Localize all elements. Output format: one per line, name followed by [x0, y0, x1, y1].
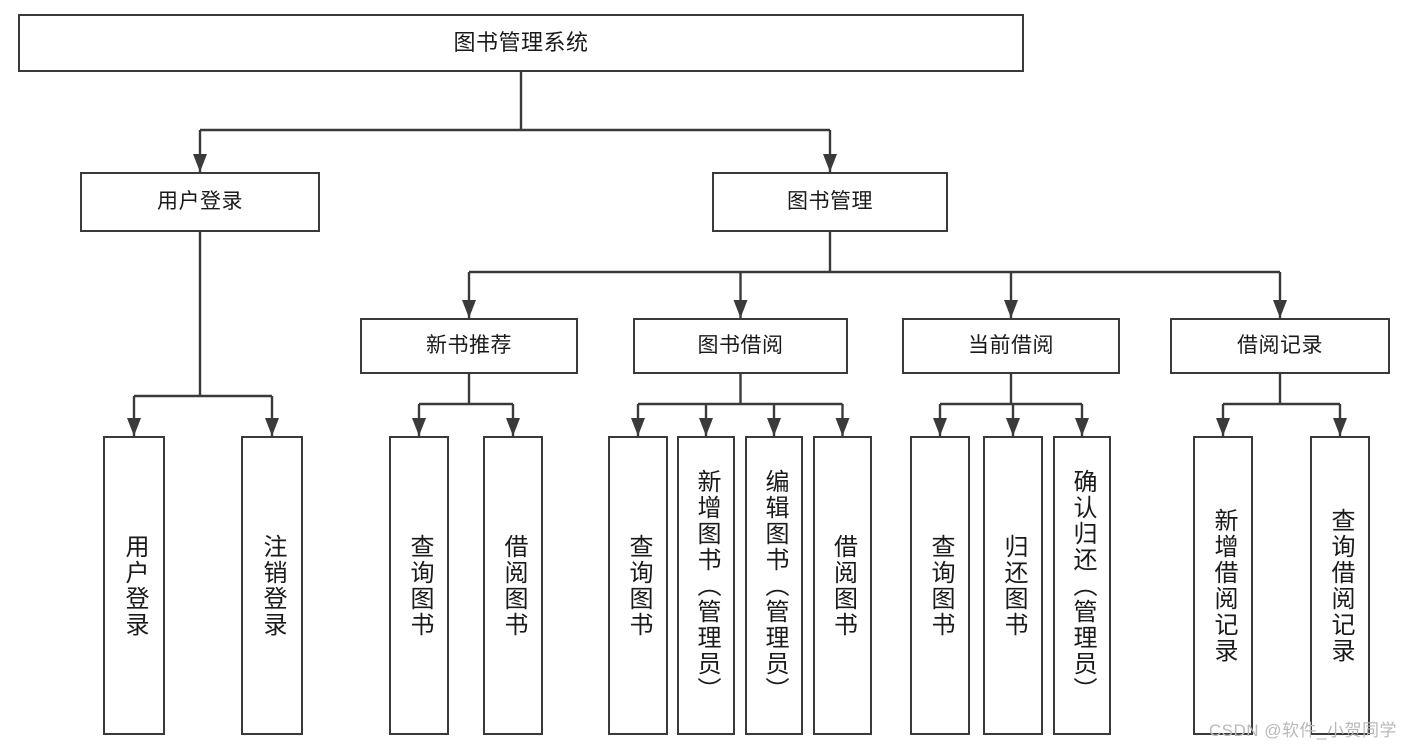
node-label: 新增借阅记录: [1210, 507, 1237, 664]
node-label: 新书推荐: [426, 333, 512, 357]
node-label: 归还图书: [1000, 533, 1027, 638]
node-label: 当前借阅: [968, 333, 1054, 357]
node-root[interactable]: 图书管理系统: [18, 14, 1024, 72]
node-l4_b2[interactable]: 借阅图书: [813, 436, 872, 735]
node-label: 图书管理系统: [453, 30, 589, 56]
edge-arrowhead: [1006, 418, 1020, 436]
node-l4_addrec[interactable]: 新增借阅记录: [1193, 436, 1253, 735]
edge-arrowhead: [462, 300, 476, 318]
edge-arrowhead: [767, 418, 781, 436]
node-l4_b1[interactable]: 借阅图书: [483, 436, 543, 735]
node-l4_logout[interactable]: 注销登录: [241, 436, 303, 735]
node-label: 确认归还（管理员）: [1069, 468, 1096, 703]
edge-arrowhead: [1004, 300, 1018, 318]
edge-arrowhead: [733, 300, 748, 318]
edge-arrowhead: [265, 418, 279, 436]
node-label: 查询图书: [927, 533, 954, 638]
node-label: 借阅图书: [829, 533, 857, 638]
node-l3_newrec[interactable]: 新书推荐: [360, 318, 578, 374]
node-label: 新增图书（管理员）: [693, 468, 720, 703]
node-label: 借阅记录: [1237, 333, 1323, 357]
edge-arrowhead: [1075, 418, 1089, 436]
edge-arrowhead: [699, 418, 713, 436]
node-label: 图书管理: [787, 189, 873, 213]
node-l4_q1[interactable]: 查询图书: [389, 436, 449, 735]
edge-arrowhead: [933, 418, 947, 436]
edge-arrowhead: [835, 418, 850, 436]
node-l3_current[interactable]: 当前借阅: [902, 318, 1120, 374]
edge-arrowhead: [823, 154, 837, 172]
node-l4_return[interactable]: 归还图书: [983, 436, 1043, 735]
node-l2_bookmgmt[interactable]: 图书管理: [712, 172, 948, 232]
node-label: 编辑图书（管理员）: [761, 468, 788, 703]
node-l4_edit[interactable]: 编辑图书（管理员）: [745, 436, 803, 735]
node-l4_add[interactable]: 新增图书（管理员）: [677, 436, 735, 735]
node-l4_confirm[interactable]: 确认归还（管理员）: [1053, 436, 1111, 735]
node-l4_q2[interactable]: 查询图书: [608, 436, 668, 735]
node-label: 注销登录: [259, 533, 286, 638]
node-label: 图书借阅: [697, 333, 784, 357]
edge-arrowhead: [631, 418, 645, 436]
edge-arrowhead: [127, 418, 141, 436]
node-l3_records[interactable]: 借阅记录: [1170, 318, 1390, 374]
edge-arrowhead: [1273, 300, 1287, 318]
edge-arrowhead: [1333, 418, 1347, 436]
edge-arrowhead: [193, 154, 207, 172]
edge-arrowhead: [506, 418, 520, 436]
node-label: 借阅图书: [500, 533, 527, 638]
node-label: 查询借阅记录: [1327, 507, 1354, 664]
node-l4_q3[interactable]: 查询图书: [910, 436, 970, 735]
node-label: 查询图书: [406, 533, 433, 638]
node-label: 查询图书: [625, 533, 652, 638]
edge-arrowhead: [412, 418, 426, 436]
edge-arrowhead: [1216, 418, 1230, 436]
node-label: 用户登录: [157, 189, 243, 213]
node-label: 用户登录: [121, 533, 148, 638]
node-l3_borrow[interactable]: 图书借阅: [633, 318, 848, 374]
watermark: CSDN @软件_小贺同学: [1208, 721, 1397, 740]
node-l2_login[interactable]: 用户登录: [80, 172, 320, 232]
node-l4_qrec[interactable]: 查询借阅记录: [1310, 436, 1370, 735]
node-l4_userlogin[interactable]: 用户登录: [103, 436, 165, 735]
